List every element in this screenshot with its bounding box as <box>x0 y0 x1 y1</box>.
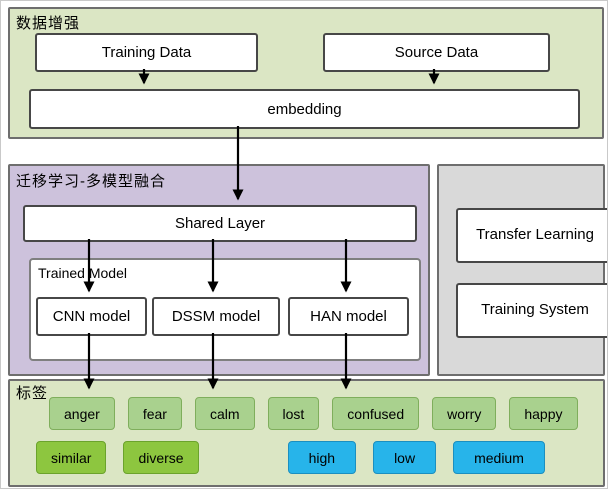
section-side-panel <box>437 164 605 376</box>
label-chip-worry: worry <box>432 397 497 430</box>
section-title-data-augmentation: 数据增强 <box>16 15 81 32</box>
emotion-label-row: anger fear calm lost confused worry happ… <box>49 397 578 430</box>
cnn-model-box: CNN model <box>36 297 147 336</box>
section-title-labels: 标签 <box>16 385 49 402</box>
source-data-box: Source Data <box>323 33 550 72</box>
dssm-model-box: DSSM model <box>152 297 280 336</box>
label-chip-medium: medium <box>453 441 545 474</box>
label-chip-anger: anger <box>49 397 115 430</box>
training-system-box: Training System <box>456 283 607 338</box>
han-model-box: HAN model <box>288 297 409 336</box>
label-chip-high: high <box>287 441 357 474</box>
label-chip-fear: fear <box>127 397 182 430</box>
embedding-box: embedding <box>29 89 580 129</box>
label-chip-happy: happy <box>509 397 578 430</box>
label-chip-low: low <box>373 441 437 474</box>
label-chip-lost: lost <box>267 397 320 430</box>
trained-model-group-title: Trained Model <box>38 265 127 281</box>
label-chip-calm: calm <box>194 397 255 430</box>
label-chip-diverse: diverse <box>123 441 199 474</box>
shared-layer-box: Shared Layer <box>23 205 417 242</box>
transfer-learning-box: Transfer Learning <box>456 208 607 263</box>
label-chip-similar: similar <box>36 441 107 474</box>
label-chip-confused: confused <box>332 397 420 430</box>
level-label-row: similar diverse high low medium <box>36 441 545 474</box>
training-data-box: Training Data <box>35 33 258 72</box>
section-title-transfer-fusion: 迁移学习-多模型融合 <box>16 173 166 190</box>
